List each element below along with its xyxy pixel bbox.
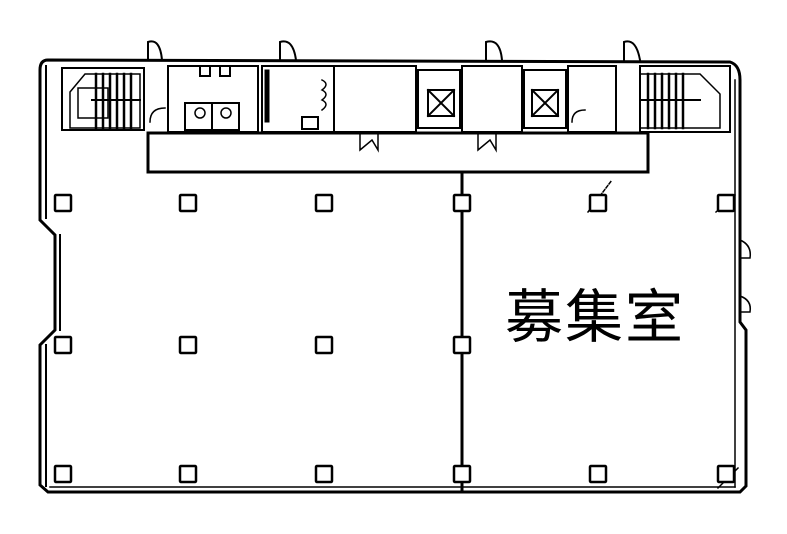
stair-left: [61, 67, 145, 131]
door-swing: [739, 295, 752, 313]
toilet-room-2: [261, 65, 335, 133]
toilet-rooms: [149, 65, 259, 133]
column: [452, 335, 472, 355]
column: [452, 193, 472, 213]
hall: [333, 65, 417, 153]
column: [588, 464, 608, 484]
column: [314, 193, 334, 213]
core-corridor-wall: [146, 131, 650, 174]
column: [716, 464, 736, 484]
column: [452, 464, 472, 484]
door-swing: [147, 40, 164, 62]
elevator-2: [523, 69, 567, 129]
stair-right: [639, 65, 731, 133]
door-swing: [739, 239, 752, 259]
column: [53, 193, 73, 213]
door-swing: [485, 40, 504, 62]
column: [314, 464, 334, 484]
column: [178, 335, 198, 355]
column: [53, 335, 73, 355]
column: [716, 193, 736, 213]
small-room: [567, 65, 617, 133]
columns: [53, 193, 736, 484]
door-swing: [623, 40, 642, 62]
column: [53, 464, 73, 484]
column: [314, 335, 334, 355]
elevator-1: [417, 69, 461, 129]
door-swing: [279, 40, 298, 62]
column: [178, 464, 198, 484]
column: [588, 193, 608, 213]
column: [178, 193, 198, 213]
vacancy-label: 募集室: [505, 283, 686, 351]
exterior-wall: [38, 58, 748, 494]
elevator-hall: [461, 65, 523, 153]
